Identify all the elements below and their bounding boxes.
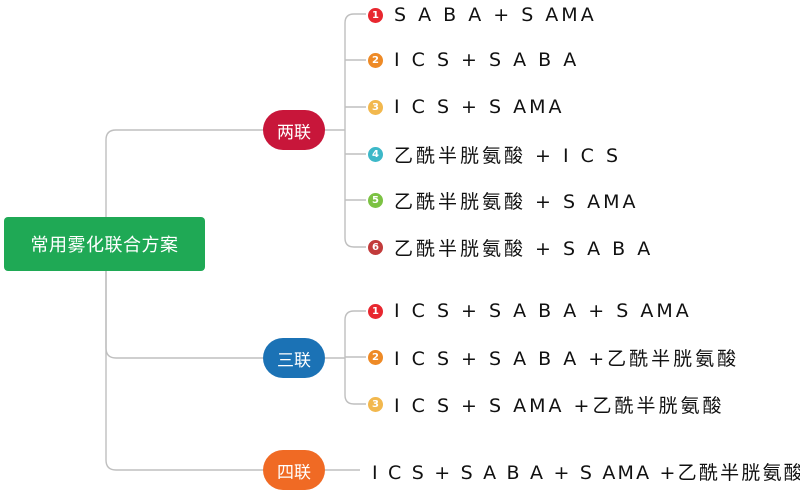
item-text: I C S + S A B A + S AMA [394, 300, 692, 322]
item-text: I C S + S AMA [394, 96, 565, 118]
item-text: S A B A + S AMA [394, 4, 597, 26]
group-node-two: 两联 [263, 110, 325, 150]
number-badge: 3 [368, 99, 383, 115]
list-item: 6 乙酰半胱氨酸 + S A B A [368, 232, 653, 262]
number-badge: 1 [368, 303, 383, 319]
list-item: 1 S A B A + S AMA [368, 0, 597, 30]
item-text: 乙酰半胱氨酸 + I C S [394, 144, 622, 167]
number-badge: 2 [368, 349, 383, 365]
item-text: I C S + S AMA +乙酰半胱氨酸 [394, 394, 725, 417]
group-label: 三联 [277, 350, 311, 371]
group-node-four: 四联 [263, 450, 325, 490]
item-text: 乙酰半胱氨酸 + S A B A [394, 237, 654, 260]
list-item: 4 乙酰半胱氨酸 + I C S [368, 139, 621, 169]
number-badge: 2 [368, 52, 383, 68]
group-node-three: 三联 [263, 338, 325, 378]
item-text: 乙酰半胱氨酸 + S AMA [394, 190, 639, 213]
list-item: 2 I C S + S A B A +乙酰半胱氨酸 [368, 342, 739, 372]
number-badge: 5 [368, 192, 383, 208]
list-item: 3 I C S + S AMA [368, 92, 565, 122]
number-badge: 3 [368, 396, 383, 412]
list-item: 1 I C S + S A B A + S AMA [368, 296, 692, 326]
group-label: 四联 [277, 462, 311, 483]
number-badge: 6 [368, 239, 383, 255]
group-label: 两联 [277, 122, 311, 143]
item-text: I C S + S A B A +乙酰半胱氨酸 [394, 347, 740, 370]
number-badge: 1 [368, 7, 383, 23]
list-item: 3 I C S + S AMA +乙酰半胱氨酸 [368, 389, 724, 419]
number-badge: 4 [368, 146, 383, 162]
item-text: I C S + S A B A [394, 49, 580, 71]
list-item: 5 乙酰半胱氨酸 + S AMA [368, 185, 639, 215]
root-node: 常用雾化联合方案 [4, 217, 205, 271]
list-item: 2 I C S + S A B A [368, 45, 579, 75]
item-text: I C S + S A B A + S AMA +乙酰半胱氨酸 [372, 462, 800, 484]
root-label: 常用雾化联合方案 [30, 235, 179, 256]
